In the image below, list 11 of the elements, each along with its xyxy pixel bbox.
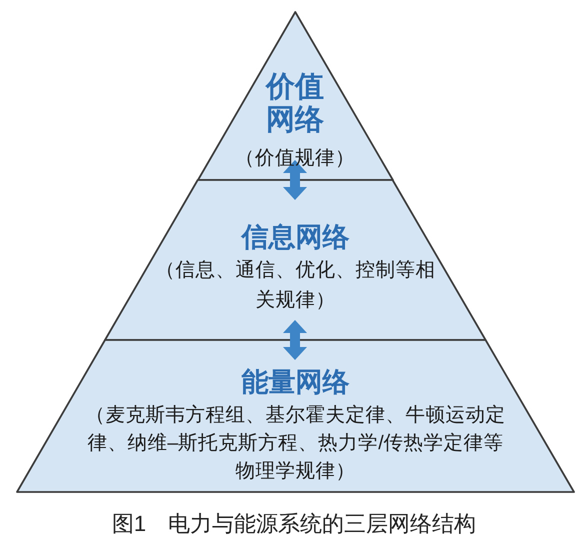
pyramid-base-tier [14, 337, 577, 495]
layer-description: （麦克斯韦方程组、基尔霍夫定律、牛顿运动定律、纳维–斯托克斯方程、热力学/传热学定律等物理学规律） [86, 403, 506, 484]
layer-title: 价值网络 [264, 71, 326, 137]
double-arrow [283, 160, 307, 200]
layer-title: 信息网络 [241, 221, 350, 254]
pyramid-top-tier [194, 9, 396, 183]
double-arrow [283, 320, 307, 360]
layer-description: （价值规律） [235, 146, 356, 171]
figure-caption: 图1 电力与能源系统的三层网络结构 [112, 511, 476, 537]
layer-description: （信息、通信、优化、控制等相关规律） [154, 258, 436, 313]
layer-title: 能量网络 [242, 366, 350, 399]
